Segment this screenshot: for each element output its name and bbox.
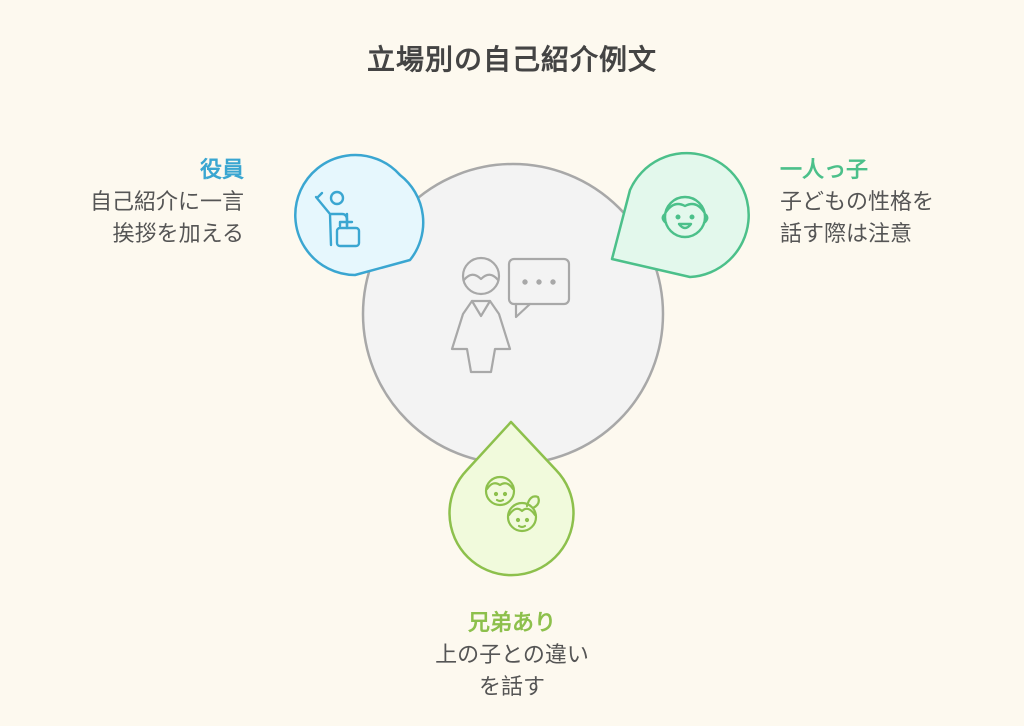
executive-node xyxy=(294,153,425,277)
only-child-text-line-1: 子どもの性格を xyxy=(780,190,935,215)
only-child-label: 一人っ子 子どもの性格を 話す際は注意 xyxy=(780,155,934,251)
siblings-heading: 兄弟あり xyxy=(467,611,556,636)
siblings-label: 兄弟あり 上の子との違い を話す xyxy=(0,608,1024,704)
two-children-faces-icon xyxy=(484,475,540,533)
executive-text-line-2: 挨拶を加える xyxy=(112,222,244,247)
only-child-node xyxy=(610,151,750,279)
executive-text-line-1: 自己紹介に一言 xyxy=(89,190,244,215)
siblings-text-line-1: 上の子との違い xyxy=(435,643,589,668)
only-child-heading: 一人っ子 xyxy=(780,158,869,183)
smiling-child-face-icon xyxy=(661,195,709,239)
person-speech-bubble-icon xyxy=(450,256,571,374)
executive-heading: 役員 xyxy=(199,158,244,183)
siblings-node xyxy=(448,420,575,577)
only-child-text-line-2: 話す際は注意 xyxy=(780,222,913,247)
siblings-text-line-2: を話す xyxy=(478,675,545,700)
only-child-teardrop xyxy=(610,151,750,279)
executive-label: 役員 自己紹介に一言 挨拶を加える xyxy=(90,155,244,251)
diagram-title: 立場別の自己紹介例文 xyxy=(366,43,657,76)
person-raising-hand-briefcase-icon xyxy=(314,190,361,248)
executive-teardrop xyxy=(294,153,425,277)
